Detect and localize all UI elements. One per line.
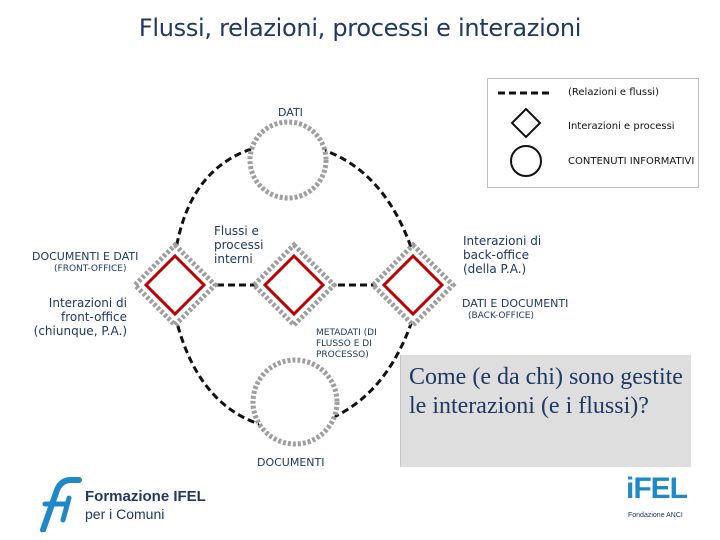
- label-front-office: (FRONT-OFFICE): [54, 264, 127, 274]
- label-metadati: METADATI (DI FLUSSO E DI PROCESSO): [316, 328, 377, 360]
- diamond-internal: [250, 241, 338, 329]
- label-front-office-interactions: Interazioni di front-office (chiunque, P…: [33, 296, 127, 338]
- legend: (Relazioni e flussi) Interazioni e proce…: [487, 78, 699, 188]
- logo-formazione-ifel: Formazione IFEL per i Comuni: [35, 476, 225, 532]
- label-dati: DATI: [278, 106, 303, 119]
- label-dati-e-documenti: DATI E DOCUMENTI: [462, 297, 569, 310]
- legend-interazioni: Interazioni e processi: [568, 121, 675, 132]
- fi-logo-icon: [40, 477, 82, 532]
- circle-dati: [247, 119, 329, 201]
- legend-diamond-icon: [510, 107, 542, 139]
- legend-relazioni: (Relazioni e flussi): [568, 87, 659, 98]
- circle-documenti: [250, 357, 340, 447]
- legend-contenuti: CONTENUTI INFORMATIVI: [568, 156, 695, 167]
- logo-right-mark: iFEL: [626, 472, 688, 505]
- diamond-front-office: [131, 241, 219, 329]
- logo-right-sub: Fondazione ANCI: [628, 512, 683, 519]
- label-documenti: DOCUMENTI: [257, 456, 325, 469]
- flow-arc-upper: [173, 140, 416, 257]
- label-internal-flows: Flussi e processi interni: [214, 224, 264, 266]
- logo-left-line2: per i Comuni: [85, 506, 165, 522]
- question-box: Come (e da chi) sono gestite le interazi…: [400, 355, 691, 467]
- diamond-back-office: [369, 241, 457, 329]
- logo-left-line1: Formazione IFEL: [85, 488, 206, 505]
- page-title: Flussi, relazioni, processi e interazion…: [138, 14, 582, 42]
- label-back-office-interactions: Interazioni di back-office (della P.A.): [463, 234, 542, 276]
- label-documenti-e-dati: DOCUMENTI E DATI: [32, 250, 139, 263]
- logo-ifel-anci: iFEL Fondazione ANCI: [626, 470, 688, 532]
- label-back-office: (BACK-OFFICE): [468, 311, 534, 321]
- question-text: Come (e da chi) sono gestite le interazi…: [409, 364, 683, 419]
- legend-circle-icon: [510, 145, 542, 177]
